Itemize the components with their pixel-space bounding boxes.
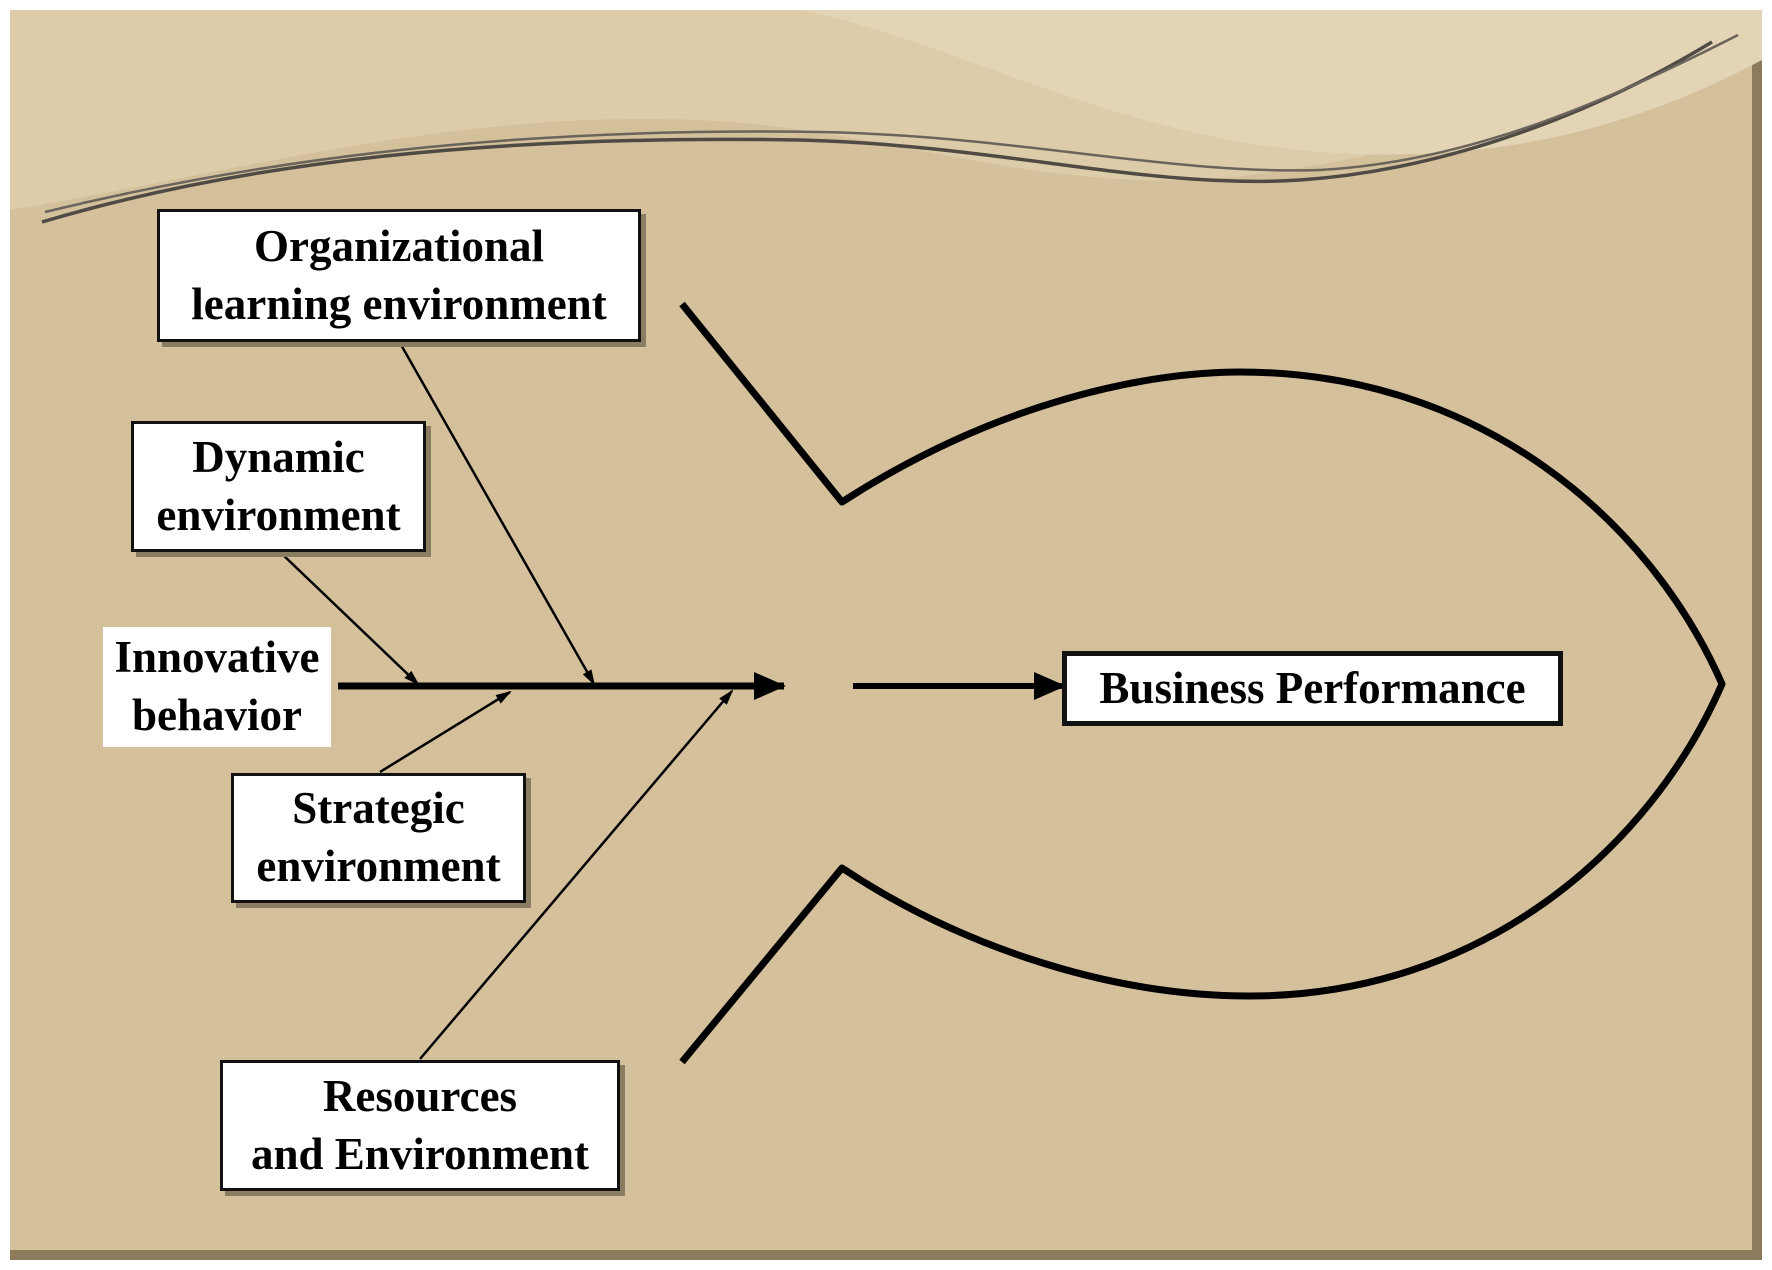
cause-innovative-line2: behavior: [131, 690, 302, 740]
arrow-resources: [419, 689, 734, 1060]
arrow-dynamic: [280, 552, 420, 686]
cause-strategic-line2: environment: [256, 841, 501, 891]
cause-organizational-learning-box: Organizational learning environment: [157, 209, 641, 342]
decor-line-1: [41, 40, 1713, 224]
cause-resources-box: Resources and Environment: [220, 1060, 620, 1191]
decor-line-2: [44, 33, 1739, 214]
cause-resources-line1: Resources: [322, 1070, 518, 1121]
cause-organizational-line1: Organizational: [254, 220, 544, 271]
decor-wave-fill-2: [800, 10, 1762, 155]
panel-shadow-right: [1752, 10, 1762, 1260]
cause-resources-line2: and Environment: [250, 1128, 589, 1179]
cause-organizational-line2: learning environment: [191, 278, 607, 329]
cause-strategic-line1: Strategic: [292, 783, 465, 834]
cause-innovative-label: Innovative behavior: [103, 627, 331, 747]
cause-dynamic-line1: Dynamic: [192, 431, 365, 482]
arrow-organizational: [398, 342, 596, 686]
cause-dynamic-box: Dynamic environment: [131, 421, 426, 552]
cause-strategic-box: Strategic environment: [231, 773, 526, 903]
panel-shadow-bottom: [10, 1250, 1762, 1260]
arrow-strategic: [379, 690, 512, 774]
cause-innovative-line1: Innovative: [114, 632, 320, 683]
cause-dynamic-line2: environment: [156, 489, 401, 540]
effect-label: Business Performance: [1099, 662, 1526, 713]
effect-business-performance-box: Business Performance: [1062, 651, 1563, 726]
fish-body-outline: [679, 301, 1726, 1065]
